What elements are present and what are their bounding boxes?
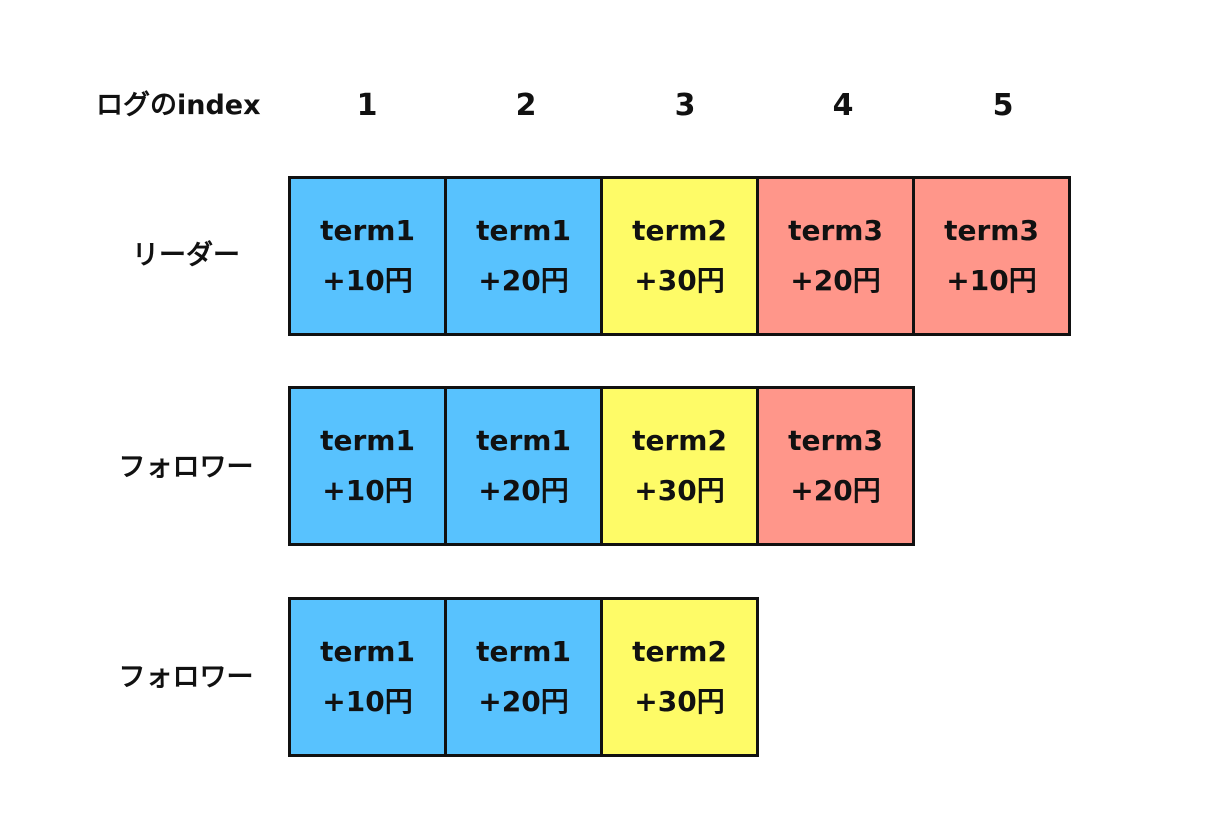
index-1: 1 bbox=[356, 88, 378, 123]
index-5: 5 bbox=[992, 88, 1014, 123]
entry-term: term1 bbox=[476, 214, 571, 247]
log-entry: term1 +20円 bbox=[447, 179, 603, 333]
index-3: 3 bbox=[674, 88, 696, 123]
index-2: 2 bbox=[515, 88, 537, 123]
log-entry: term3 +10円 bbox=[915, 179, 1068, 333]
entry-term: term3 bbox=[788, 214, 883, 247]
follower-label-1: フォロワー bbox=[118, 452, 254, 483]
entry-term: term2 bbox=[632, 214, 727, 247]
entry-amount: +10円 bbox=[322, 264, 413, 297]
entry-term: term1 bbox=[320, 424, 415, 457]
entry-term: term2 bbox=[632, 635, 727, 668]
log-entry: term1 +10円 bbox=[291, 179, 447, 333]
entry-term: term1 bbox=[476, 424, 571, 457]
follower-log-1: term1 +10円 term1 +20円 term2 +30円 term3 +… bbox=[288, 386, 915, 546]
entry-amount: +20円 bbox=[478, 474, 569, 507]
log-index-header: ログのindex bbox=[96, 90, 261, 121]
entry-amount: +30円 bbox=[634, 264, 725, 297]
entry-amount: +20円 bbox=[790, 474, 881, 507]
log-entry: term3 +20円 bbox=[759, 389, 912, 543]
leader-label: リーダー bbox=[132, 240, 240, 271]
entry-term: term1 bbox=[476, 635, 571, 668]
entry-amount: +20円 bbox=[478, 685, 569, 718]
entry-amount: +10円 bbox=[946, 264, 1037, 297]
follower-log-2: term1 +10円 term1 +20円 term2 +30円 bbox=[288, 597, 759, 757]
log-entry: term1 +20円 bbox=[447, 600, 603, 754]
leader-log: term1 +10円 term1 +20円 term2 +30円 term3 +… bbox=[288, 176, 1071, 336]
entry-term: term3 bbox=[788, 424, 883, 457]
entry-term: term1 bbox=[320, 214, 415, 247]
entry-amount: +20円 bbox=[478, 264, 569, 297]
log-entry: term1 +20円 bbox=[447, 389, 603, 543]
log-entry: term2 +30円 bbox=[603, 389, 759, 543]
entry-amount: +10円 bbox=[322, 474, 413, 507]
follower-label-2: フォロワー bbox=[118, 662, 254, 693]
entry-amount: +30円 bbox=[634, 474, 725, 507]
index-4: 4 bbox=[832, 88, 854, 123]
entry-amount: +10円 bbox=[322, 685, 413, 718]
entry-term: term2 bbox=[632, 424, 727, 457]
entry-term: term3 bbox=[944, 214, 1039, 247]
entry-term: term1 bbox=[320, 635, 415, 668]
log-entry: term1 +10円 bbox=[291, 600, 447, 754]
entry-amount: +20円 bbox=[790, 264, 881, 297]
log-entry: term3 +20円 bbox=[759, 179, 915, 333]
log-entry: term2 +30円 bbox=[603, 600, 756, 754]
entry-amount: +30円 bbox=[634, 685, 725, 718]
log-entry: term2 +30円 bbox=[603, 179, 759, 333]
log-entry: term1 +10円 bbox=[291, 389, 447, 543]
